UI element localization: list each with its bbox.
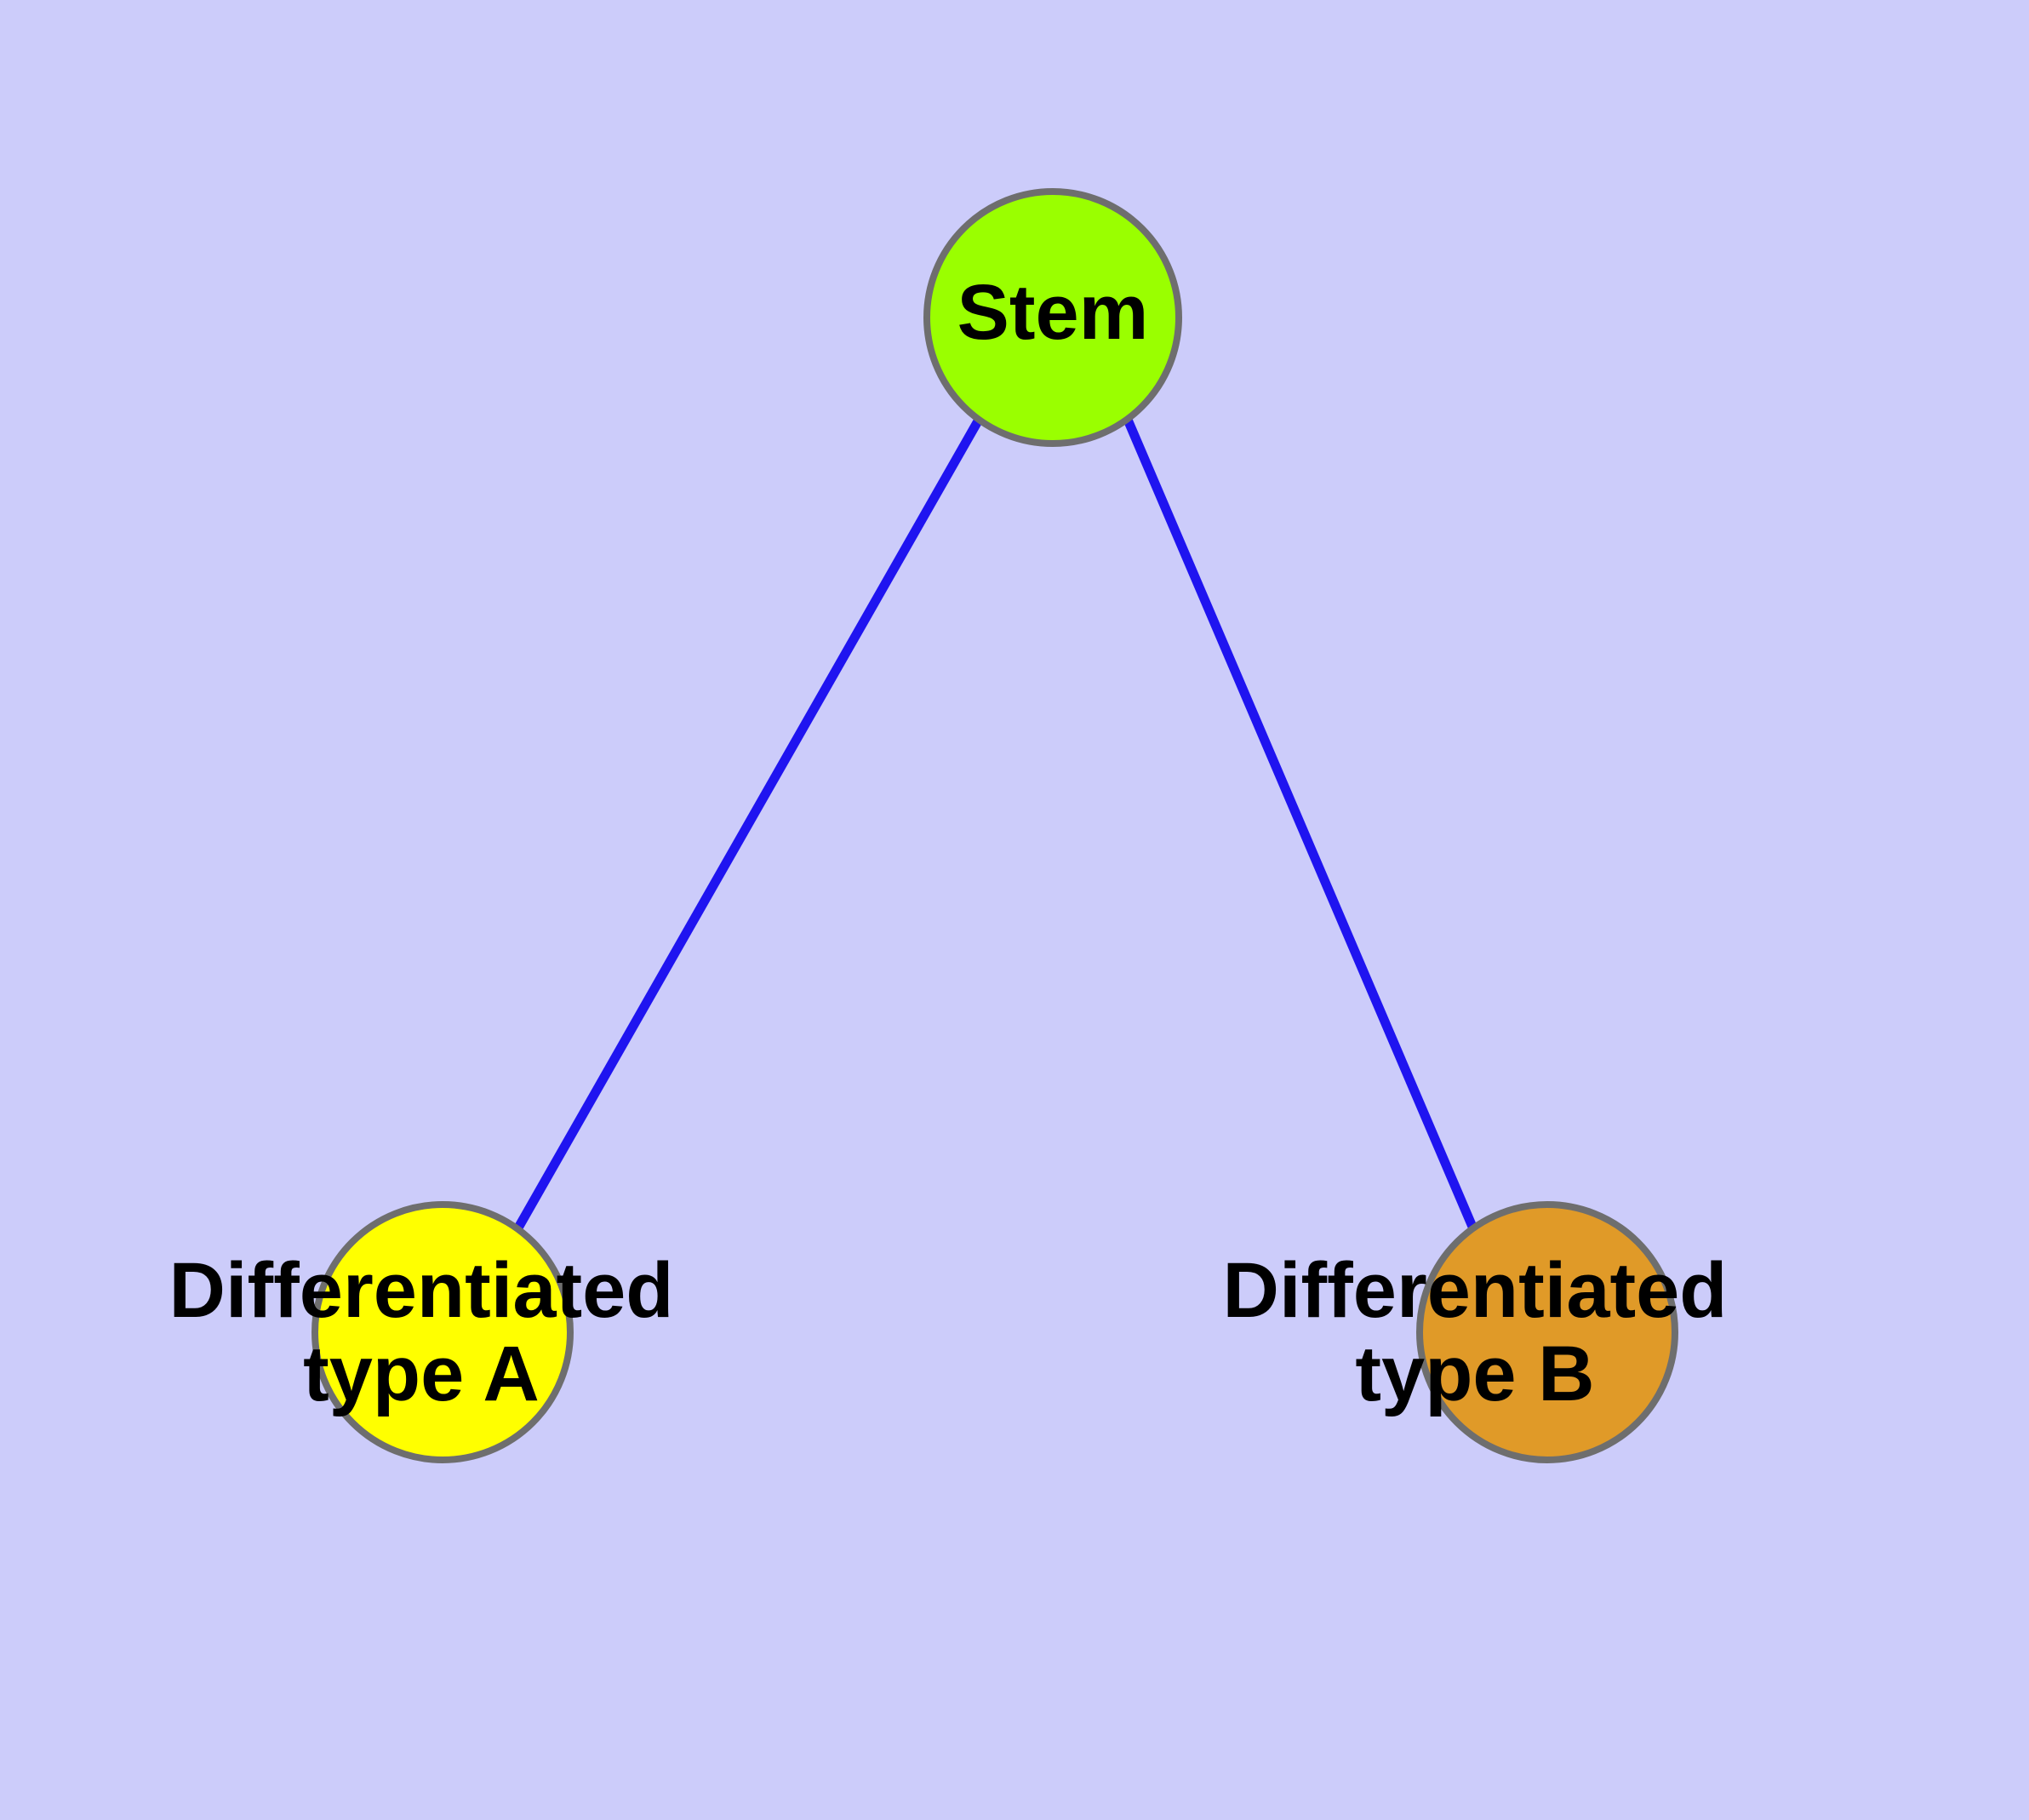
node-label-diff-b-line-2: type B xyxy=(1355,1331,1594,1417)
node-label-diff-a-line-2: type A xyxy=(303,1331,540,1417)
node-label-stem-line-1: Stem xyxy=(957,269,1149,356)
edges-layer xyxy=(513,417,1480,1235)
edge-stem-diff-a[interactable] xyxy=(513,417,983,1232)
node-label-diff-a-line-1: Differentiated xyxy=(169,1247,674,1334)
node-diff-b[interactable] xyxy=(1416,1201,1678,1463)
node-diff-a[interactable] xyxy=(311,1201,574,1463)
node-stem[interactable] xyxy=(923,188,1182,447)
node-label-diff-b-line-1: Differentiated xyxy=(1223,1247,1728,1334)
edge-stem-diff-b[interactable] xyxy=(1123,417,1480,1235)
nodes-layer xyxy=(311,188,1678,1463)
